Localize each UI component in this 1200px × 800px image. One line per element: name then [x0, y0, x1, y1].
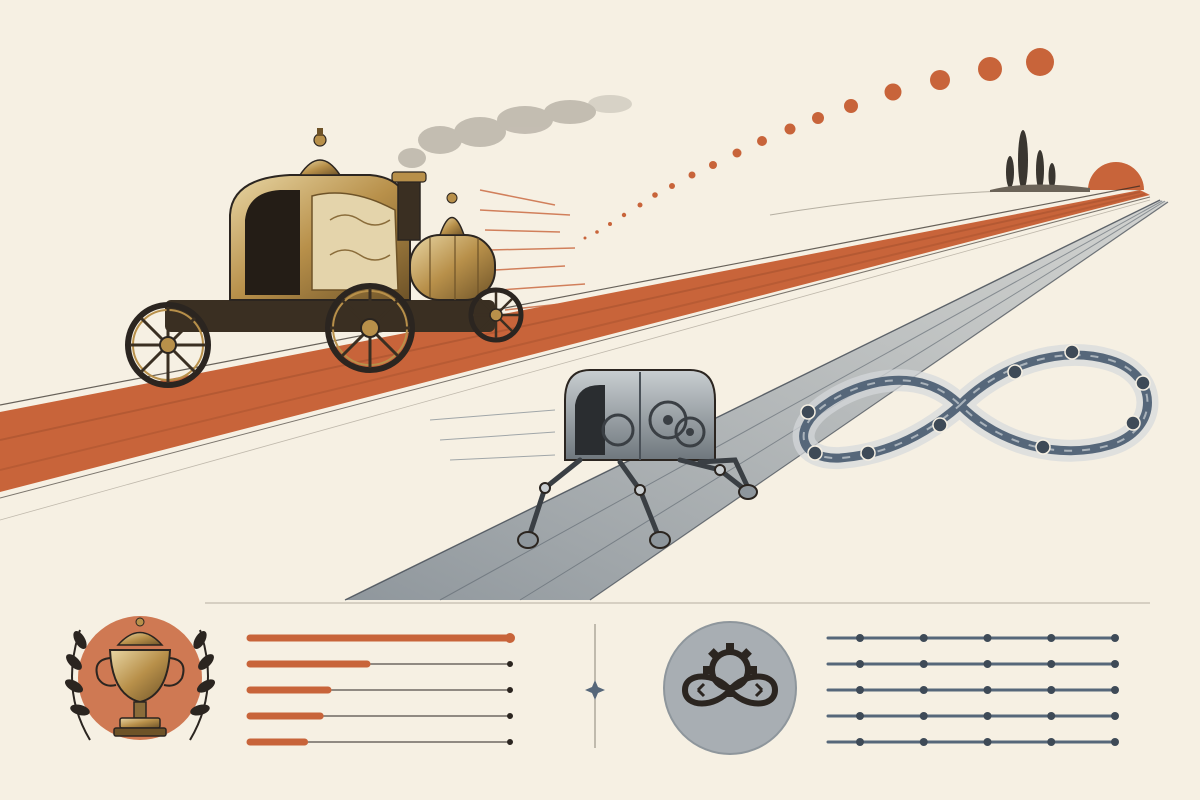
left-bar-row: [246, 738, 513, 746]
dot-marker: [983, 738, 992, 746]
cypress-trees-icon: [990, 130, 1090, 192]
trophy-laurel-icon: [64, 616, 216, 741]
dot-line-row: [826, 660, 1119, 668]
steam-carriage-icon: [125, 95, 632, 388]
dot-marker: [856, 686, 864, 694]
sun-icon: [1088, 162, 1144, 190]
left-bar-group: [246, 633, 515, 746]
left-bar-row: [246, 660, 513, 668]
upper-track: [0, 185, 1151, 521]
left-bar-row: [246, 712, 513, 720]
dot-marker: [1047, 634, 1056, 642]
dot-marker: [919, 712, 928, 720]
infinity-loop-icon: [792, 344, 1159, 470]
dot-marker: [919, 738, 928, 746]
sparkle-icon: [585, 624, 605, 748]
dot-marker: [1111, 634, 1119, 642]
lower-track: [344, 199, 1169, 601]
right-row-group: [826, 634, 1119, 746]
dot-marker: [919, 686, 928, 694]
dot-marker: [1111, 686, 1119, 694]
dot-marker: [856, 738, 864, 746]
bar-end-dot: [507, 661, 513, 667]
dot-marker: [856, 660, 864, 668]
dot-marker: [1047, 738, 1056, 746]
dot-marker: [856, 712, 864, 720]
dot-marker: [919, 634, 928, 642]
left-bar-row: [246, 686, 513, 694]
bar-end-dot: [507, 739, 513, 745]
bar-end-dot: [505, 633, 515, 643]
dot-marker: [1047, 660, 1056, 668]
dot-marker: [1047, 686, 1056, 694]
dot-marker: [983, 660, 992, 668]
dot-marker: [1111, 738, 1119, 746]
left-bar-row: [246, 633, 515, 643]
dotted-arc-icon: [583, 48, 1054, 240]
dot-marker: [1111, 712, 1119, 720]
dot-marker: [983, 634, 992, 642]
bar-end-dot: [507, 713, 513, 719]
dot-marker: [1047, 712, 1056, 720]
dot-marker: [1111, 660, 1119, 668]
bar-end-dot: [507, 687, 513, 693]
dot-line-row: [826, 738, 1119, 746]
dot-marker: [919, 660, 928, 668]
dot-line-row: [826, 686, 1119, 694]
dot-marker: [983, 686, 992, 694]
walking-robot-icon: [429, 369, 758, 549]
dot-marker: [983, 712, 992, 720]
gear-infinity-icon: [663, 621, 797, 755]
horizon: [769, 130, 1144, 216]
dot-marker: [856, 634, 864, 642]
dot-line-row: [826, 634, 1119, 642]
dot-line-row: [826, 712, 1119, 720]
